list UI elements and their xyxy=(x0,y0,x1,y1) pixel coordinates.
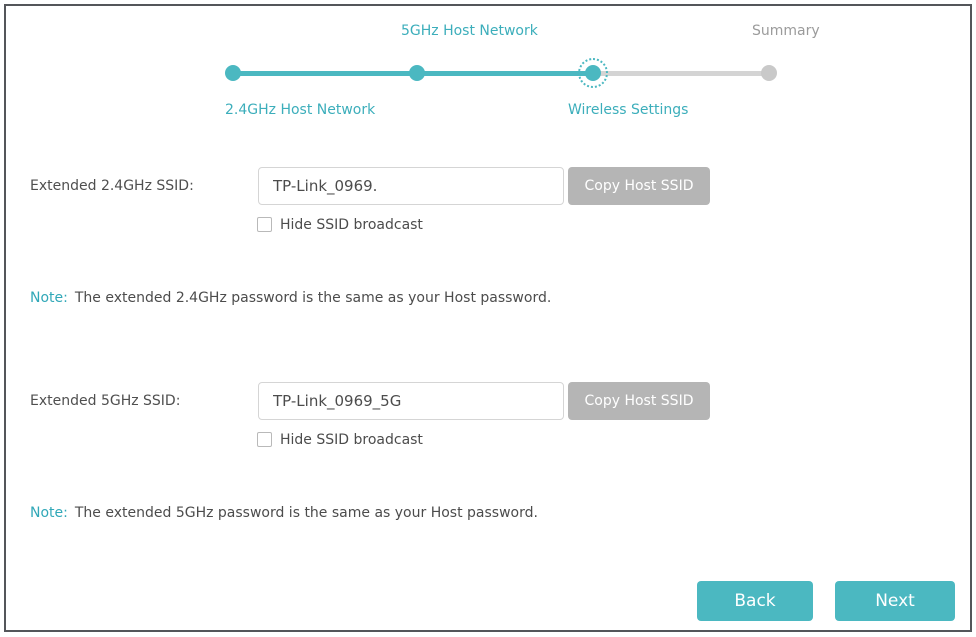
stepper-remaining-line xyxy=(593,71,769,76)
note-5ghz: Note: The extended 5GHz password is the s… xyxy=(30,505,538,521)
note-5ghz-text: The extended 5GHz password is the same a… xyxy=(74,505,538,521)
extended-24ghz-ssid-label: Extended 2.4GHz SSID: xyxy=(30,178,194,194)
hide-ssid-broadcast-checkbox-5ghz[interactable] xyxy=(257,432,272,447)
current-step-dot xyxy=(585,65,601,81)
back-button[interactable]: Back xyxy=(697,581,813,621)
step-dot-5ghz-host-network xyxy=(409,65,425,81)
note-24ghz-text: The extended 2.4GHz password is the same… xyxy=(74,290,552,306)
note-24ghz: Note: The extended 2.4GHz password is the… xyxy=(30,290,551,306)
wizard-panel: 2.4GHz Host Network 5GHz Host Network Wi… xyxy=(4,4,972,632)
step-label-5ghz-host-network: 5GHz Host Network xyxy=(401,23,538,39)
copy-host-ssid-button-24ghz[interactable]: Copy Host SSID xyxy=(568,167,710,205)
step-label-24ghz-host-network: 2.4GHz Host Network xyxy=(225,102,376,118)
note-24ghz-prefix: Note: xyxy=(30,290,68,306)
step-dot-wireless-settings-current xyxy=(578,58,608,88)
extended-24ghz-ssid-input[interactable] xyxy=(258,167,564,205)
hide-ssid-broadcast-label-24ghz: Hide SSID broadcast xyxy=(280,217,423,233)
extended-5ghz-ssid-input[interactable] xyxy=(258,382,564,420)
hide-ssid-broadcast-checkbox-24ghz[interactable] xyxy=(257,217,272,232)
step-dot-summary xyxy=(761,65,777,81)
step-dot-24ghz-host-network xyxy=(225,65,241,81)
copy-host-ssid-button-5ghz[interactable]: Copy Host SSID xyxy=(568,382,710,420)
step-label-wireless-settings: Wireless Settings xyxy=(568,102,689,118)
note-5ghz-prefix: Note: xyxy=(30,505,68,521)
next-button[interactable]: Next xyxy=(835,581,955,621)
extended-5ghz-ssid-label: Extended 5GHz SSID: xyxy=(30,393,181,409)
step-label-summary: Summary xyxy=(752,23,820,39)
hide-ssid-broadcast-label-5ghz: Hide SSID broadcast xyxy=(280,432,423,448)
